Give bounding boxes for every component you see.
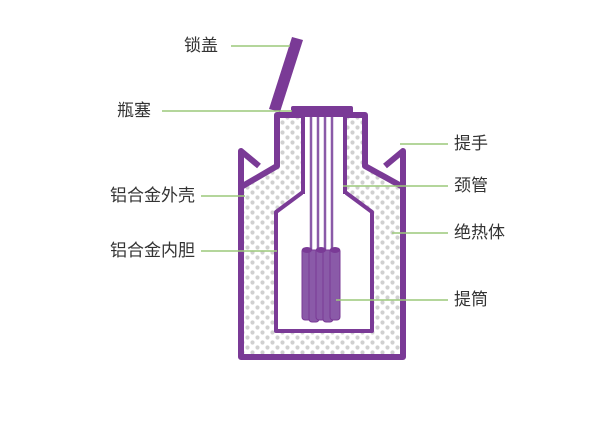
canister-bundle: [301, 247, 341, 323]
lock-cover: [269, 37, 303, 112]
label-alloy-liner: 铝合金内胆: [110, 241, 195, 261]
label-lock-cover: 锁盖: [184, 36, 218, 56]
bottle-plug: [291, 106, 353, 117]
label-alloy-shell: 铝合金外壳: [110, 186, 195, 206]
leader-lines: [162, 45, 448, 301]
handle-right: [383, 148, 406, 187]
label-insulation: 绝热体: [454, 223, 505, 243]
label-bottle-plug: 瓶塞: [117, 101, 151, 121]
label-handle: 提手: [454, 134, 488, 154]
label-neck-tube: 颈管: [454, 176, 488, 196]
label-canister: 提筒: [454, 290, 488, 310]
handle-left: [238, 148, 261, 187]
